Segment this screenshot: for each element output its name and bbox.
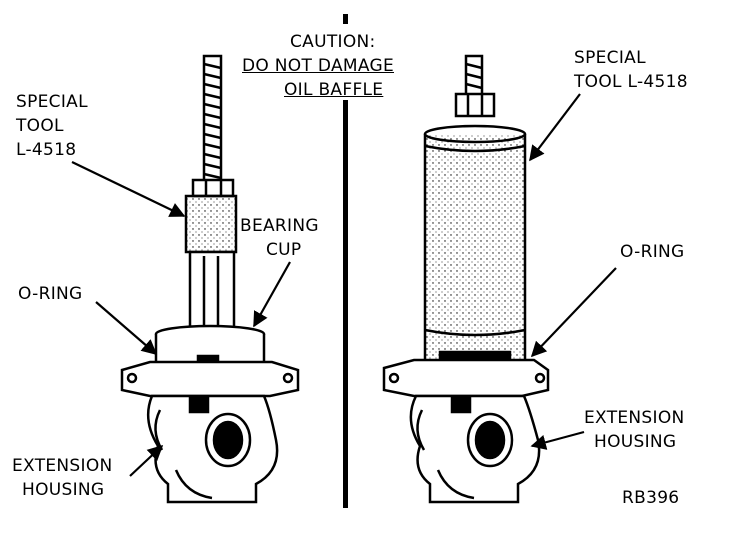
right-special-tool-line-1: SPECIAL (574, 48, 646, 68)
left-extension-label-line-2: HOUSING (22, 480, 105, 500)
right-extension-arrow (530, 430, 585, 450)
left-special-tool-line-3: L-4518 (16, 140, 77, 160)
caution-line-2: DO NOT DAMAGE (242, 56, 394, 76)
right-extension-label-line-1: EXTENSION (584, 408, 685, 428)
figure-code: RB396 (622, 488, 680, 508)
left-o-ring-label: O-RING (18, 284, 83, 304)
left-special-tool-line-2: TOOL (16, 116, 64, 136)
bearing-cup-label-line-2: CUP (266, 240, 302, 260)
right-o-ring-label: O-RING (620, 242, 685, 262)
bearing-cup-label-line-1: BEARING (240, 216, 319, 236)
right-oring-arrow (530, 267, 617, 358)
leader-lines (71, 93, 617, 477)
left-threaded-rod (202, 54, 223, 184)
left-special-tool-line-1: SPECIAL (16, 92, 88, 112)
center-divider (343, 14, 348, 508)
right-tool-arrow (529, 93, 581, 162)
left-collar (184, 194, 238, 254)
caution-line-3: OIL BAFFLE (284, 80, 384, 100)
left-assembly (120, 54, 300, 504)
right-assembly (382, 54, 550, 504)
left-extension-arrow (129, 444, 164, 477)
left-tool-arrow (71, 161, 186, 217)
left-extension-label-line-1: EXTENSION (12, 456, 113, 476)
right-special-tool-line-2: TOOL L-4518 (574, 72, 688, 92)
left-oring-arrow (95, 301, 158, 356)
left-bearing-arrow (253, 261, 291, 328)
caution-line-1: CAUTION: (290, 32, 376, 52)
right-extension-label-line-2: HOUSING (594, 432, 677, 452)
